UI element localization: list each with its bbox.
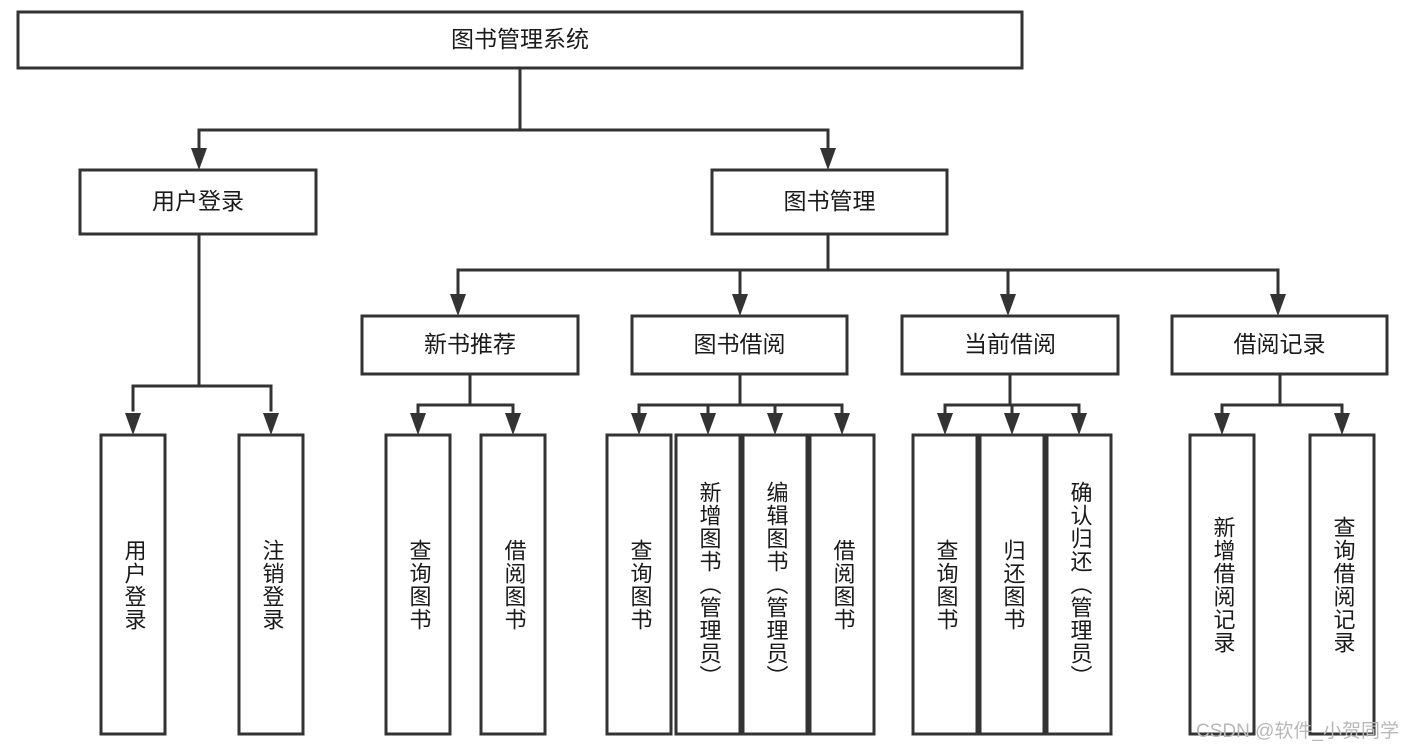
arrow-head-icon	[1214, 413, 1230, 435]
arrow-head-icon	[732, 294, 748, 316]
arrow-head-icon	[1334, 413, 1350, 435]
arrow-head-icon	[767, 413, 783, 435]
leaf-node-box-3[interactable]	[479, 433, 547, 736]
leaf-node-box-8[interactable]	[911, 433, 979, 736]
leaf-node-box-5[interactable]	[674, 433, 742, 736]
leaf-node-box-2[interactable]	[384, 433, 452, 736]
arrow-head-icon	[125, 413, 141, 435]
root-node-box-0[interactable]	[16, 10, 1024, 70]
arrow-head-icon	[410, 413, 426, 435]
arrow-head-icon	[1000, 294, 1016, 316]
arrow-head-icon	[820, 148, 836, 170]
level1-node-label-1: 图书管理	[784, 188, 876, 214]
level2-node-label-2: 当前借阅	[964, 331, 1056, 357]
arrow-head-icon	[505, 413, 521, 435]
leaf-node-box-12[interactable]	[1308, 433, 1376, 736]
arrow-head-icon	[1004, 413, 1020, 435]
level2-node-box-0[interactable]	[360, 314, 580, 376]
level1-node-label-0: 用户登录	[152, 188, 244, 214]
leaf-node-box-0[interactable]	[99, 433, 167, 736]
arrow-head-icon	[1071, 413, 1087, 435]
level2-node-label-0: 新书推荐	[424, 331, 516, 357]
level1-node-box-1[interactable]	[710, 168, 949, 236]
root-node-label-0: 图书管理系统	[451, 26, 589, 52]
arrow-head-icon	[834, 413, 850, 435]
leaf-node-box-1[interactable]	[237, 433, 305, 736]
boxes-layer	[16, 10, 1389, 736]
level1-node-box-0[interactable]	[78, 168, 318, 236]
watermark-text: CSDN @软件_小贺同学	[1196, 721, 1399, 742]
level2-node-box-1[interactable]	[630, 314, 849, 376]
level2-node-box-3[interactable]	[1170, 314, 1389, 376]
level2-node-label-1: 图书借阅	[694, 331, 786, 357]
level2-node-box-2[interactable]	[900, 314, 1120, 376]
leaf-node-box-7[interactable]	[808, 433, 876, 736]
edges-layer	[125, 66, 1350, 435]
arrow-head-icon	[450, 294, 466, 316]
leaf-node-box-10[interactable]	[1045, 433, 1113, 736]
arrow-head-icon	[263, 413, 279, 435]
arrow-head-icon	[631, 413, 647, 435]
arrow-head-icon	[700, 413, 716, 435]
arrow-head-icon	[191, 148, 207, 170]
leaf-node-box-9[interactable]	[978, 433, 1046, 736]
leaf-node-box-11[interactable]	[1188, 433, 1256, 736]
level2-node-label-3: 借阅记录	[1234, 331, 1326, 357]
arrow-head-icon	[937, 413, 953, 435]
leaf-node-box-6[interactable]	[741, 433, 809, 736]
arrow-head-icon	[1270, 294, 1286, 316]
leaf-node-box-4[interactable]	[605, 433, 673, 736]
